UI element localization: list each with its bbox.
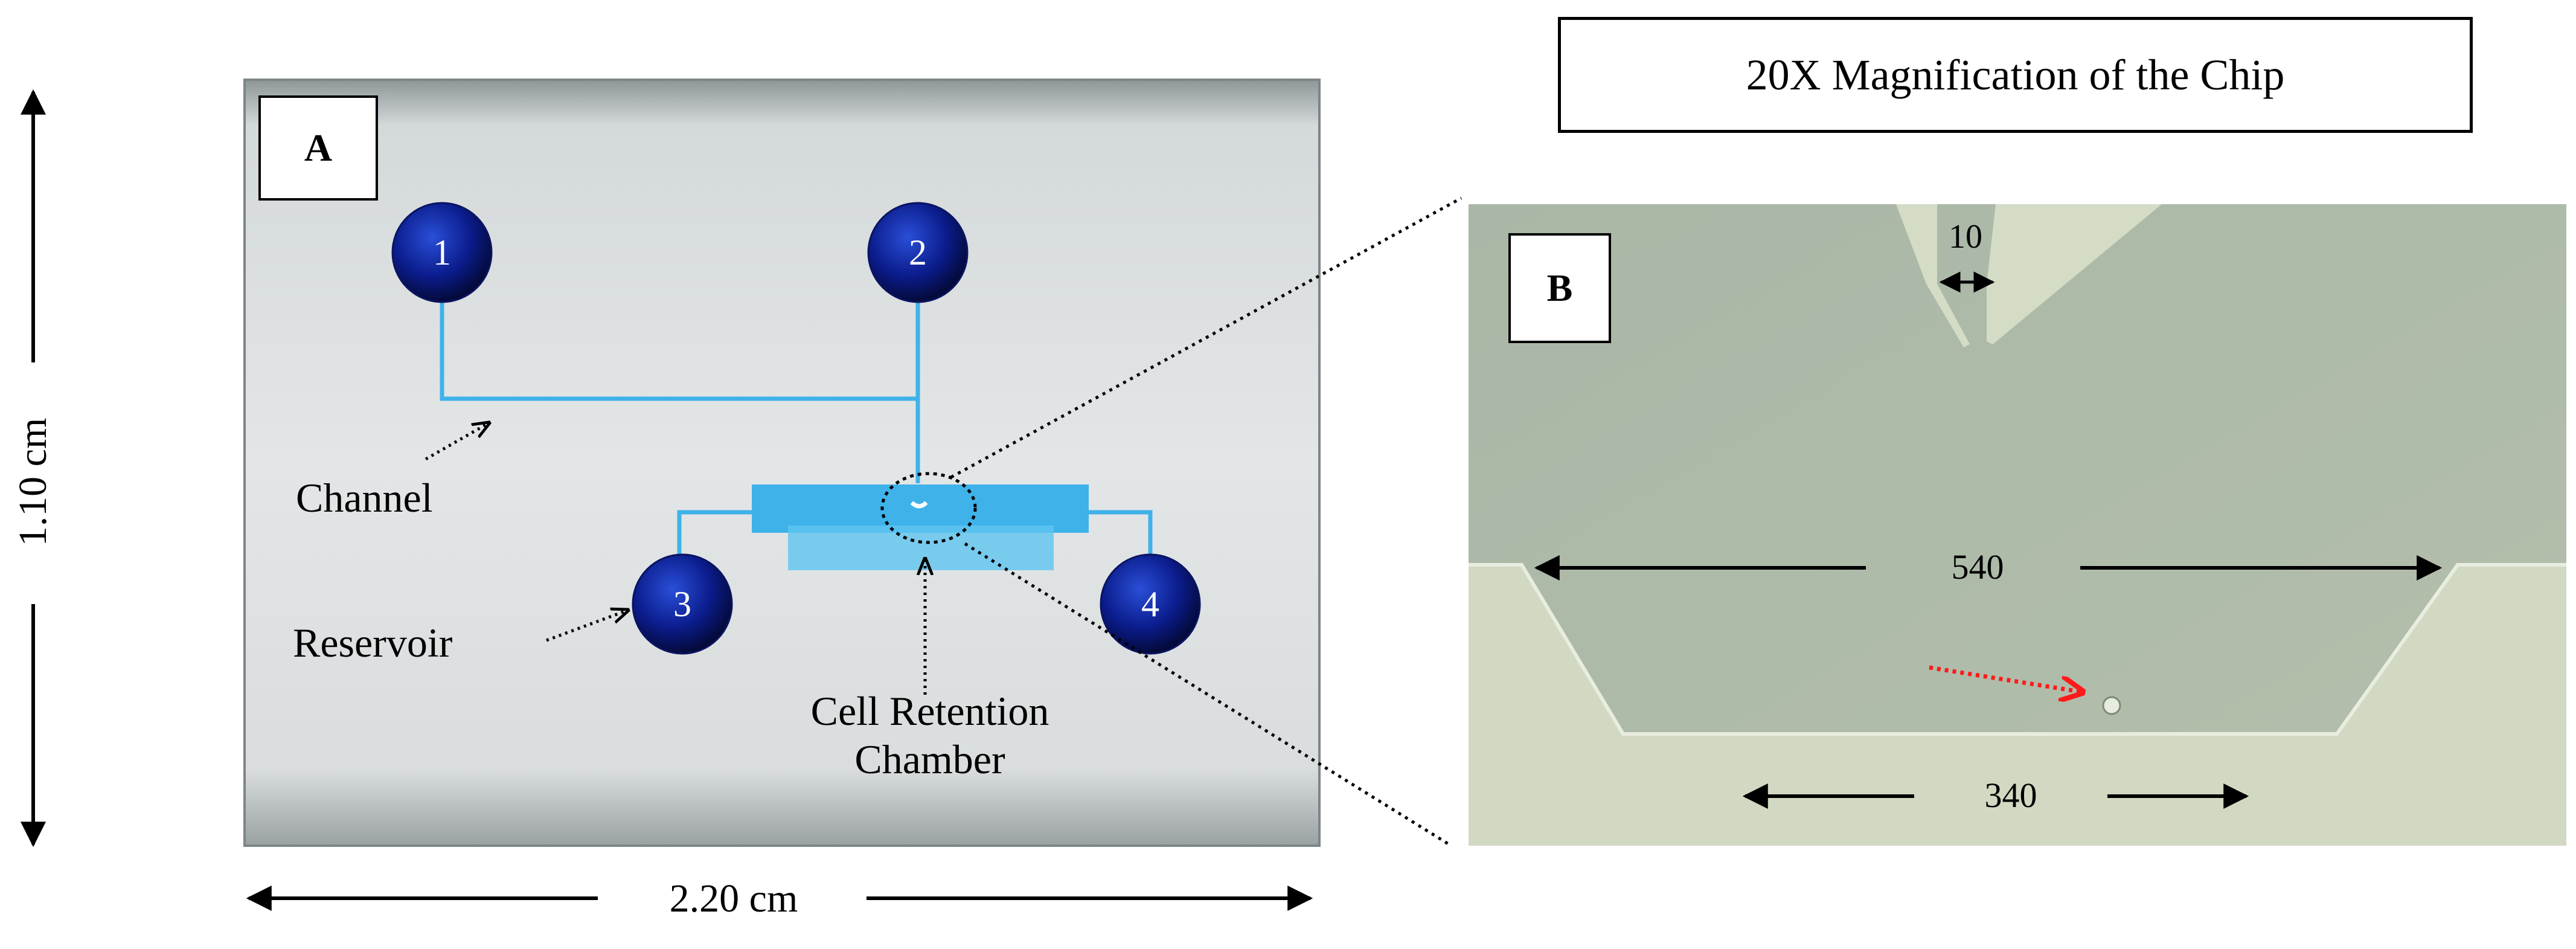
reservoir-4-number: 4 (1141, 584, 1159, 624)
reservoir-2 (867, 202, 969, 303)
panel-b-title: 20X Magnification of the Chip (1746, 50, 2285, 99)
reservoir-1-number: 1 (433, 233, 451, 272)
zoom-line-top (950, 196, 1463, 479)
cell-retention-chamber (752, 484, 1089, 533)
zoom-region-circle (880, 472, 977, 544)
reservoir-pointer-arrow (546, 610, 628, 642)
reservoir-3 (632, 553, 733, 655)
channel-pointer-arrow (425, 423, 489, 461)
chamber-top-width-label: 540 (1951, 547, 2004, 587)
reservoir-annotation: Reservoir (293, 620, 453, 666)
cell-pointer-red-arrow (1929, 665, 2080, 692)
reservoir-1 (391, 202, 493, 303)
height-dimension-text: 1.10 cm (11, 417, 55, 547)
panel-b-title-box: 20X Magnification of the Chip (1558, 17, 2473, 133)
zoom-line-bottom (964, 542, 1450, 846)
width-dimension-label: 2.20 cm (669, 877, 798, 921)
chamber-bottom-width-label: 340 (1984, 776, 2037, 815)
chamber-annotation-line2: Chamber (854, 736, 1005, 782)
reservoir-4 (1100, 553, 1201, 655)
lower-chamber-walls (1469, 565, 2566, 846)
panel-a-label-box: A (258, 95, 378, 201)
chamber-annotation-line1: Cell Retention (810, 688, 1049, 734)
cell (2102, 696, 2121, 715)
reservoir-2-number: 2 (909, 233, 927, 272)
panel-b-micrograph (1469, 204, 2566, 846)
inlet-width-label: 10 (1949, 218, 1982, 256)
panel-a-label: A (304, 126, 333, 169)
channel-annotation: Channel (296, 475, 433, 521)
reservoir-3-number: 3 (673, 584, 691, 624)
panel-b-label: B (1546, 266, 1573, 309)
panel-b-label-box: B (1508, 233, 1611, 343)
